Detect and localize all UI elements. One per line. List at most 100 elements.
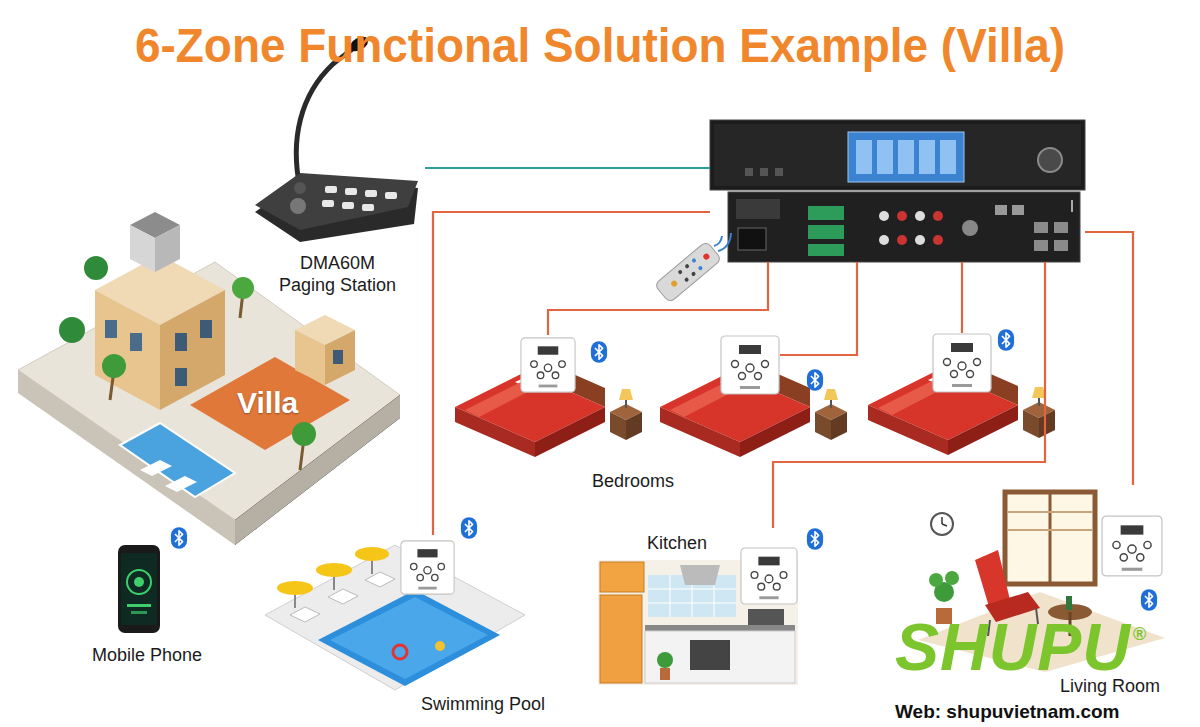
kitchen-illustration	[645, 625, 795, 631]
pool-illustration	[277, 581, 313, 595]
villa-illustration	[165, 476, 197, 492]
paging-cable	[425, 167, 710, 169]
zone-label: Bedrooms	[592, 470, 674, 492]
remote-control	[714, 236, 722, 246]
bedroom-panel	[520, 335, 576, 395]
bluetooth-icon	[998, 329, 1014, 351]
zone-cable	[780, 262, 857, 355]
matrix-amplifier-device	[879, 235, 889, 245]
paging-station-device	[345, 188, 357, 195]
matrix-amplifier-device	[933, 211, 943, 221]
registered-mark: ®	[1133, 624, 1146, 644]
remote-control	[698, 265, 704, 271]
living-room-illustration	[941, 517, 943, 524]
living-room-illustration	[1007, 511, 1093, 513]
zone-cable	[548, 262, 768, 335]
matrix-amplifier-device	[940, 140, 956, 174]
paging-station-device	[255, 173, 418, 230]
matrix-amplifier-device	[933, 235, 943, 245]
matrix-amplifier-device	[728, 192, 1080, 262]
remote-control	[691, 258, 697, 264]
kitchen-illustration	[690, 640, 730, 670]
mobile-phone-icon	[118, 545, 160, 633]
mobile-phone-icon	[127, 604, 151, 607]
kitchen-illustration	[680, 565, 720, 585]
villa-illustration	[105, 320, 117, 338]
matrix-amplifier-device	[808, 206, 844, 220]
villa-illustration	[200, 320, 212, 338]
living-room-illustration	[942, 524, 947, 526]
living-room-illustration	[1066, 596, 1072, 610]
bedrooms-zone: Bedrooms	[455, 320, 1045, 495]
matrix-amplifier-device	[710, 120, 1085, 190]
matrix-amplifier-device	[1054, 222, 1068, 233]
matrix-amplifier-device	[995, 205, 1007, 215]
living-room-illustration	[1049, 494, 1052, 582]
pool-illustration	[328, 589, 358, 604]
bluetooth-icon	[591, 341, 607, 363]
remote-control	[677, 269, 683, 275]
villa-illustration	[155, 225, 180, 272]
villa-illustration	[130, 225, 155, 272]
remote-control	[654, 233, 731, 303]
bedroom-illustration	[521, 338, 575, 392]
bedroom-panel	[720, 335, 780, 395]
matrix-amplifier-device	[919, 140, 935, 174]
villa-illustration	[333, 350, 343, 364]
living-room-illustration	[945, 571, 959, 585]
kitchen-illustration	[660, 668, 670, 680]
kitchen-illustration	[600, 562, 644, 592]
brand-watermark: SHUPU	[895, 618, 1131, 676]
pool-illustration	[290, 607, 320, 622]
paging-station-device	[322, 200, 334, 207]
matrix-amplifier-device	[738, 228, 766, 250]
bluetooth-icon	[1141, 589, 1157, 611]
bluetooth-icon	[807, 528, 823, 550]
kitchen-illustration	[600, 595, 642, 683]
matrix-amplifier-device	[714, 124, 1081, 186]
zone-label: Kitchen	[647, 532, 707, 554]
villa-illustration	[18, 370, 235, 545]
bluetooth-icon	[807, 369, 823, 391]
remote-control	[654, 241, 722, 303]
villa-illustration	[84, 256, 108, 280]
mobile-phone-icon	[131, 611, 147, 614]
paging-station-device	[290, 198, 306, 214]
swimming-pool-zone: Swimming Pool	[265, 535, 550, 717]
paging-station-device	[385, 192, 397, 199]
paging-station-device	[365, 190, 377, 197]
diagram-title: 6-Zone Functional Solution Example (Vill…	[135, 18, 1065, 74]
kitchen-illustration	[670, 575, 671, 617]
matrix-amplifier-device	[808, 225, 844, 239]
matrix-amplifier-device	[808, 244, 844, 256]
remote-control	[654, 241, 722, 303]
zone-cable	[773, 262, 1045, 528]
matrix-amplifier-device	[1054, 240, 1068, 251]
villa-illustration	[95, 290, 160, 410]
bedroom-illustration	[721, 336, 779, 394]
pool-illustration	[435, 641, 445, 651]
matrix-amplifier-device	[877, 140, 893, 174]
pool-illustration	[318, 590, 500, 686]
zone-label: Living Room	[1060, 675, 1160, 697]
pool-illustration	[265, 545, 525, 690]
villa-illustration	[120, 423, 235, 497]
bluetooth-icon	[461, 517, 477, 539]
paging-station: DMA60M Paging Station	[250, 140, 425, 305]
pool-illustration	[330, 597, 488, 679]
matrix-amplifier-device	[1034, 240, 1048, 251]
paging-station-device	[294, 182, 306, 194]
matrix-amplifier-device	[897, 211, 907, 221]
mobile-phone-icon	[127, 570, 151, 594]
living-room-illustration	[1005, 492, 1095, 584]
living-room-illustration	[929, 573, 943, 587]
villa-illustration	[232, 277, 254, 299]
villa-illustration	[130, 333, 142, 351]
villa-illustration	[325, 330, 355, 385]
zone-cable	[1085, 232, 1133, 485]
matrix-amplifier-device	[856, 140, 872, 174]
bedroom-illustration	[455, 334, 1055, 457]
paging-station-device	[362, 204, 374, 211]
matrix-amplifier-device	[1034, 222, 1048, 233]
